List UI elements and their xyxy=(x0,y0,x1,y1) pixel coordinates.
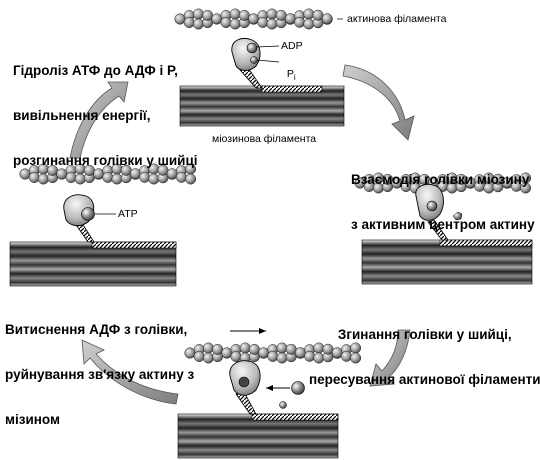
actin-bead xyxy=(202,9,214,21)
actin-bead xyxy=(267,350,279,362)
adp-label: ADP xyxy=(281,40,303,52)
actin-bead xyxy=(248,343,260,355)
myosin-filament-label: міозинова філамента xyxy=(212,133,317,145)
actin-bead xyxy=(202,342,214,354)
actin-bead xyxy=(211,13,223,25)
actin-filament-top xyxy=(174,8,333,30)
actin-bead xyxy=(275,9,287,21)
actin-bead xyxy=(257,16,269,28)
myosin-filament-left xyxy=(9,241,177,287)
myosin-head-top xyxy=(231,38,280,89)
myosin-head-bottom xyxy=(229,360,305,415)
actin-bead xyxy=(294,347,306,359)
actin-bead xyxy=(239,342,251,354)
actin-bead xyxy=(294,16,306,28)
step-binding-line-2: з активним центром актину xyxy=(351,217,535,232)
actin-bead xyxy=(276,342,288,354)
actin-bead xyxy=(248,13,260,25)
actin-bead xyxy=(220,17,232,28)
myosin-filament-right xyxy=(361,239,533,285)
pi-label-subscript: i xyxy=(293,73,296,83)
actin-bead xyxy=(303,8,315,20)
actin-bead xyxy=(350,352,362,364)
step-release-line-2: руйнування зв'язку актину з xyxy=(5,367,195,382)
pi-label-base: P xyxy=(286,68,294,80)
step-release-text: Витиснення АДФ з голівки, руйнування зв'… xyxy=(5,292,194,442)
step-hydrolysis-line-3: розгинання голівки у шийці xyxy=(13,153,198,168)
myosin-filament-bottom xyxy=(177,413,339,459)
step-power-stroke-text: Згинання голівки у шийці, пересування ак… xyxy=(309,297,540,402)
myosin-head-left xyxy=(63,194,116,243)
actin-bead xyxy=(266,18,278,30)
actin-bead xyxy=(221,347,233,359)
actin-bead xyxy=(520,182,532,194)
actin-bead xyxy=(202,352,214,364)
actin-filament-left xyxy=(19,163,197,185)
actin-filament-bottom xyxy=(184,342,362,364)
actin-bead xyxy=(192,8,204,20)
cycle-arrow-bottom-left xyxy=(81,339,179,405)
cycle-arrow-right-bottom xyxy=(369,329,411,387)
actin-bead xyxy=(238,9,250,21)
actin-filament-label: актинова філамента xyxy=(347,13,447,25)
cycle-arrow-top-right xyxy=(342,64,415,141)
actin-bead xyxy=(229,18,241,30)
actin-bead xyxy=(185,173,197,185)
actin-bead xyxy=(212,343,224,355)
step-hydrolysis-line-2: вивільнення енергії, xyxy=(13,108,151,123)
actin-filament-right xyxy=(354,172,532,194)
step-hydrolysis-line-1: Гідроліз АТФ до АДФ і Р, xyxy=(13,63,178,78)
step-power-stroke-line-1: Згинання голівки у шийці, xyxy=(337,327,512,342)
actin-bead xyxy=(183,17,195,28)
actin-bead xyxy=(276,352,288,364)
step-binding-line-1: Взаємодія голівки міозину xyxy=(351,172,530,187)
step-release-line-3: мізином xyxy=(5,412,60,427)
actin-bead xyxy=(303,18,315,30)
step-hydrolysis-text: Гідроліз АТФ до АДФ і Р, вивільнення ене… xyxy=(13,33,198,183)
myosin-head-right xyxy=(415,184,463,241)
actin-bead xyxy=(258,347,270,359)
actin-bead xyxy=(312,9,324,21)
cycle-arrow-left-top xyxy=(69,81,129,159)
actin-bead xyxy=(229,8,241,20)
step-release-line-1: Витиснення АДФ з голівки, xyxy=(5,322,188,337)
actin-bead xyxy=(174,13,186,25)
actin-bead xyxy=(321,13,333,25)
atp-label: ATP xyxy=(118,208,138,220)
actin-bead xyxy=(192,18,204,30)
pi-label: Pi xyxy=(281,56,296,84)
myosin-filament-top xyxy=(179,85,345,127)
step-power-stroke-line-2: пересування актинової філаменти xyxy=(309,372,540,387)
actin-bead xyxy=(230,351,242,362)
actin-bead xyxy=(266,8,278,20)
actin-bead xyxy=(193,351,205,362)
actin-bead xyxy=(285,343,297,355)
step-binding-text: Взаємодія голівки міозину з активним цен… xyxy=(351,142,535,247)
actin-bead xyxy=(284,13,296,25)
